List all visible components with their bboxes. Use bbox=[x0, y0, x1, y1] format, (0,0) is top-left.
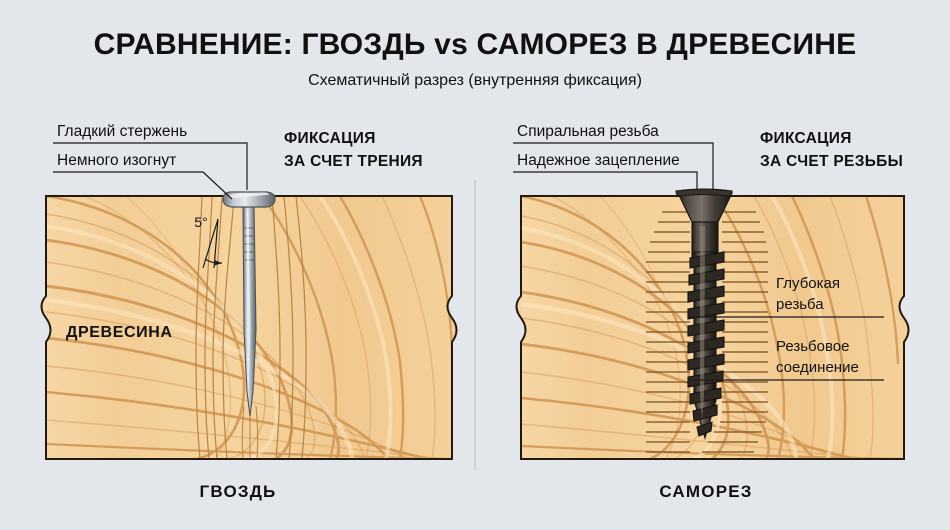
callout-smooth-shank: Гладкий стержень bbox=[53, 123, 248, 190]
note-deep-thread: Глубокая резьба bbox=[688, 275, 884, 318]
nail-ring-grooves bbox=[244, 227, 255, 261]
screw-wood-outline bbox=[515, 195, 910, 460]
thread-bite-hatch-left bbox=[646, 211, 690, 453]
callout-strong-grip: Надежное зацепление bbox=[513, 152, 698, 190]
callout-spiral-thread: Спиральная резьба bbox=[513, 123, 714, 190]
caption-left: ГВОЗДЬ bbox=[200, 482, 277, 501]
note-deep-thread-line2: резьба bbox=[776, 296, 824, 313]
nail-angle-indicator: 5° bbox=[194, 214, 223, 269]
thread-bite-hatch-right bbox=[702, 211, 768, 453]
fixation-title-left-line2: ЗА СЧЕТ ТРЕНИЯ bbox=[284, 153, 423, 170]
screw-highlight bbox=[700, 226, 705, 420]
callout-smooth-shank-label: Гладкий стержень bbox=[57, 123, 187, 140]
nail-head-highlight bbox=[228, 192, 269, 199]
wood-label-left: ДРЕВЕСИНА bbox=[66, 324, 173, 341]
page-title: СРАВНЕНИЕ: ГВОЗДЬ vs САМОРЕЗ В ДРЕВЕСИНЕ bbox=[94, 28, 857, 61]
note-thread-joint-line2: соединение bbox=[776, 359, 859, 376]
callout-spiral-thread-label: Спиральная резьба bbox=[517, 123, 659, 140]
nail-panel: 5° ДРЕВЕСИНА Гладкий стержень Немного из… bbox=[40, 123, 458, 501]
note-thread-joint-line1: Резьбовое bbox=[776, 338, 849, 355]
nail-highlight bbox=[246, 210, 251, 398]
screw-graphic bbox=[675, 188, 733, 440]
note-deep-thread-line1: Глубокая bbox=[776, 275, 840, 292]
page-subtitle: Схематичный разрез (внутренняя фиксация) bbox=[308, 72, 642, 89]
callout-slight-bend-label: Немного изогнут bbox=[57, 152, 176, 169]
callout-strong-grip-label: Надежное зацепление bbox=[517, 152, 680, 169]
fixation-title-right-line2: ЗА СЧЕТ РЕЗЬБЫ bbox=[760, 153, 903, 170]
screw-panel: Спиральная резьба Надежное зацепление ФИ… bbox=[513, 123, 910, 501]
angle-label: 5° bbox=[194, 214, 207, 230]
nail-graphic bbox=[222, 191, 276, 417]
fixation-title-right-line1: ФИКСАЦИЯ bbox=[760, 130, 852, 147]
screw-threads bbox=[687, 251, 725, 437]
callout-slight-bend: Немного изогнут bbox=[53, 152, 233, 200]
caption-right: САМОРЕЗ bbox=[659, 482, 752, 501]
fixation-title-left-line1: ФИКСАЦИЯ bbox=[284, 130, 376, 147]
screw-head-top bbox=[675, 188, 733, 197]
note-thread-joint: Резьбовое соединение bbox=[688, 338, 884, 381]
nail-wood-outline bbox=[40, 195, 458, 460]
